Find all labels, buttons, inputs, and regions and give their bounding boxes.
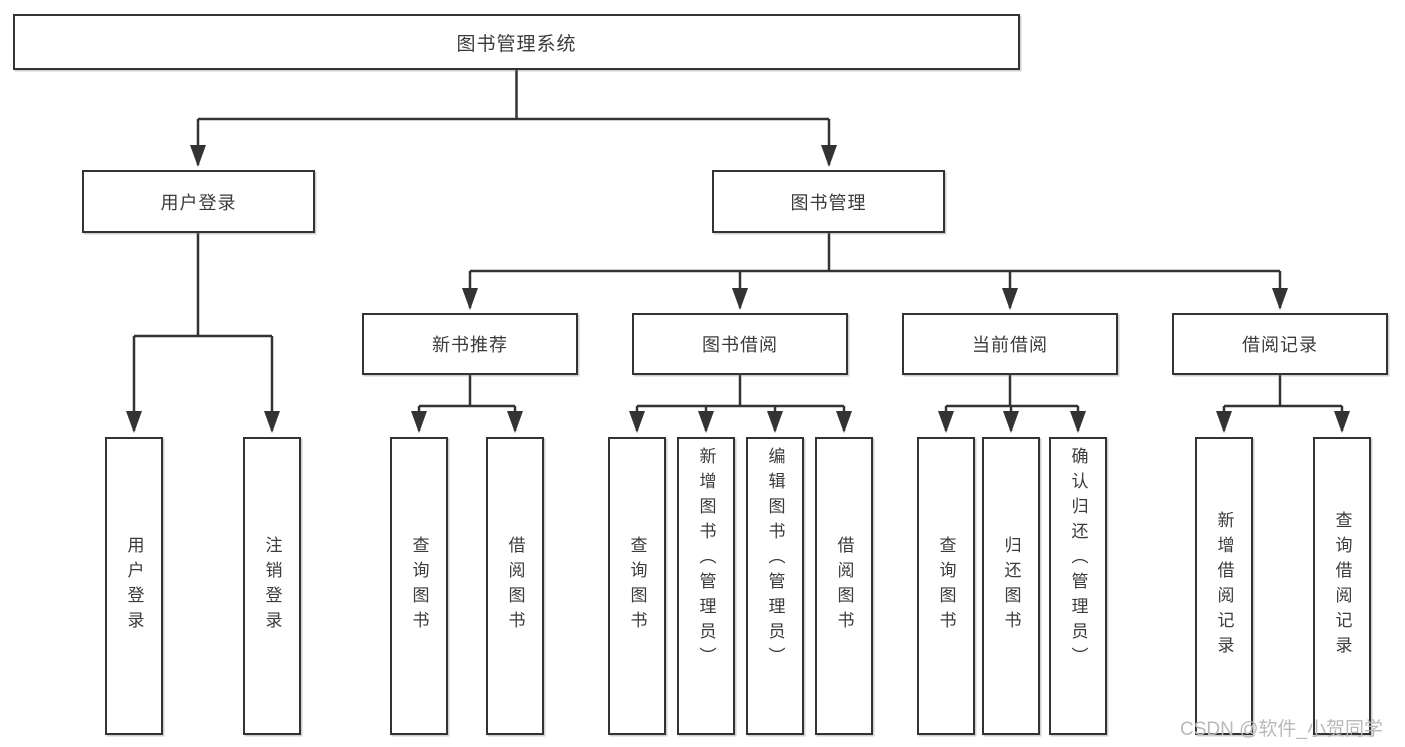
leaf-return-books: 归还图书 [982, 437, 1040, 735]
leaf-user-login-label: 用户登录 [124, 536, 144, 636]
leaf-add-borrow-record-label: 新增借阅记录 [1214, 511, 1234, 661]
leaf-query-books-borrowing-label: 查询图书 [627, 536, 647, 636]
leaf-add-books-admin: 新增图书（管理员） [677, 437, 735, 735]
node-library-management-system: 图书管理系统 [13, 14, 1020, 70]
leaf-logout: 注销登录 [243, 437, 301, 735]
leaf-edit-books-admin-label: 编辑图书（管理员） [765, 447, 785, 672]
leaf-confirm-return-admin: 确认归还（管理员） [1049, 437, 1107, 735]
leaf-query-books-borrowing: 查询图书 [608, 437, 666, 735]
node-current-borrowing: 当前借阅 [902, 313, 1118, 375]
csdn-watermark: CSDN @软件_小贺同学 [1180, 719, 1383, 740]
leaf-query-borrow-record: 查询借阅记录 [1313, 437, 1371, 735]
leaf-query-books-current: 查询图书 [917, 437, 975, 735]
leaf-user-login: 用户登录 [105, 437, 163, 735]
leaf-borrow-books-recommend: 借阅图书 [486, 437, 544, 735]
leaf-edit-books-admin: 编辑图书（管理员） [746, 437, 804, 735]
leaf-return-books-label: 归还图书 [1001, 536, 1021, 636]
leaf-add-borrow-record: 新增借阅记录 [1195, 437, 1253, 735]
leaf-logout-label: 注销登录 [262, 536, 282, 636]
leaf-confirm-return-admin-label: 确认归还（管理员） [1068, 447, 1088, 672]
node-book-management: 图书管理 [712, 170, 945, 233]
leaf-borrow-books-borrowing: 借阅图书 [815, 437, 873, 735]
leaf-borrow-books-recommend-label: 借阅图书 [505, 536, 525, 636]
leaf-borrow-books-borrowing-label: 借阅图书 [834, 536, 854, 636]
node-new-book-recommendation: 新书推荐 [362, 313, 578, 375]
leaf-query-books-current-label: 查询图书 [936, 536, 956, 636]
leaf-query-books-recommend: 查询图书 [390, 437, 448, 735]
leaf-add-books-admin-label: 新增图书（管理员） [696, 447, 716, 672]
leaf-query-borrow-record-label: 查询借阅记录 [1332, 511, 1352, 661]
leaf-query-books-recommend-label: 查询图书 [409, 536, 429, 636]
node-borrowing-records: 借阅记录 [1172, 313, 1388, 375]
node-user-login: 用户登录 [82, 170, 315, 233]
node-book-borrowing: 图书借阅 [632, 313, 848, 375]
